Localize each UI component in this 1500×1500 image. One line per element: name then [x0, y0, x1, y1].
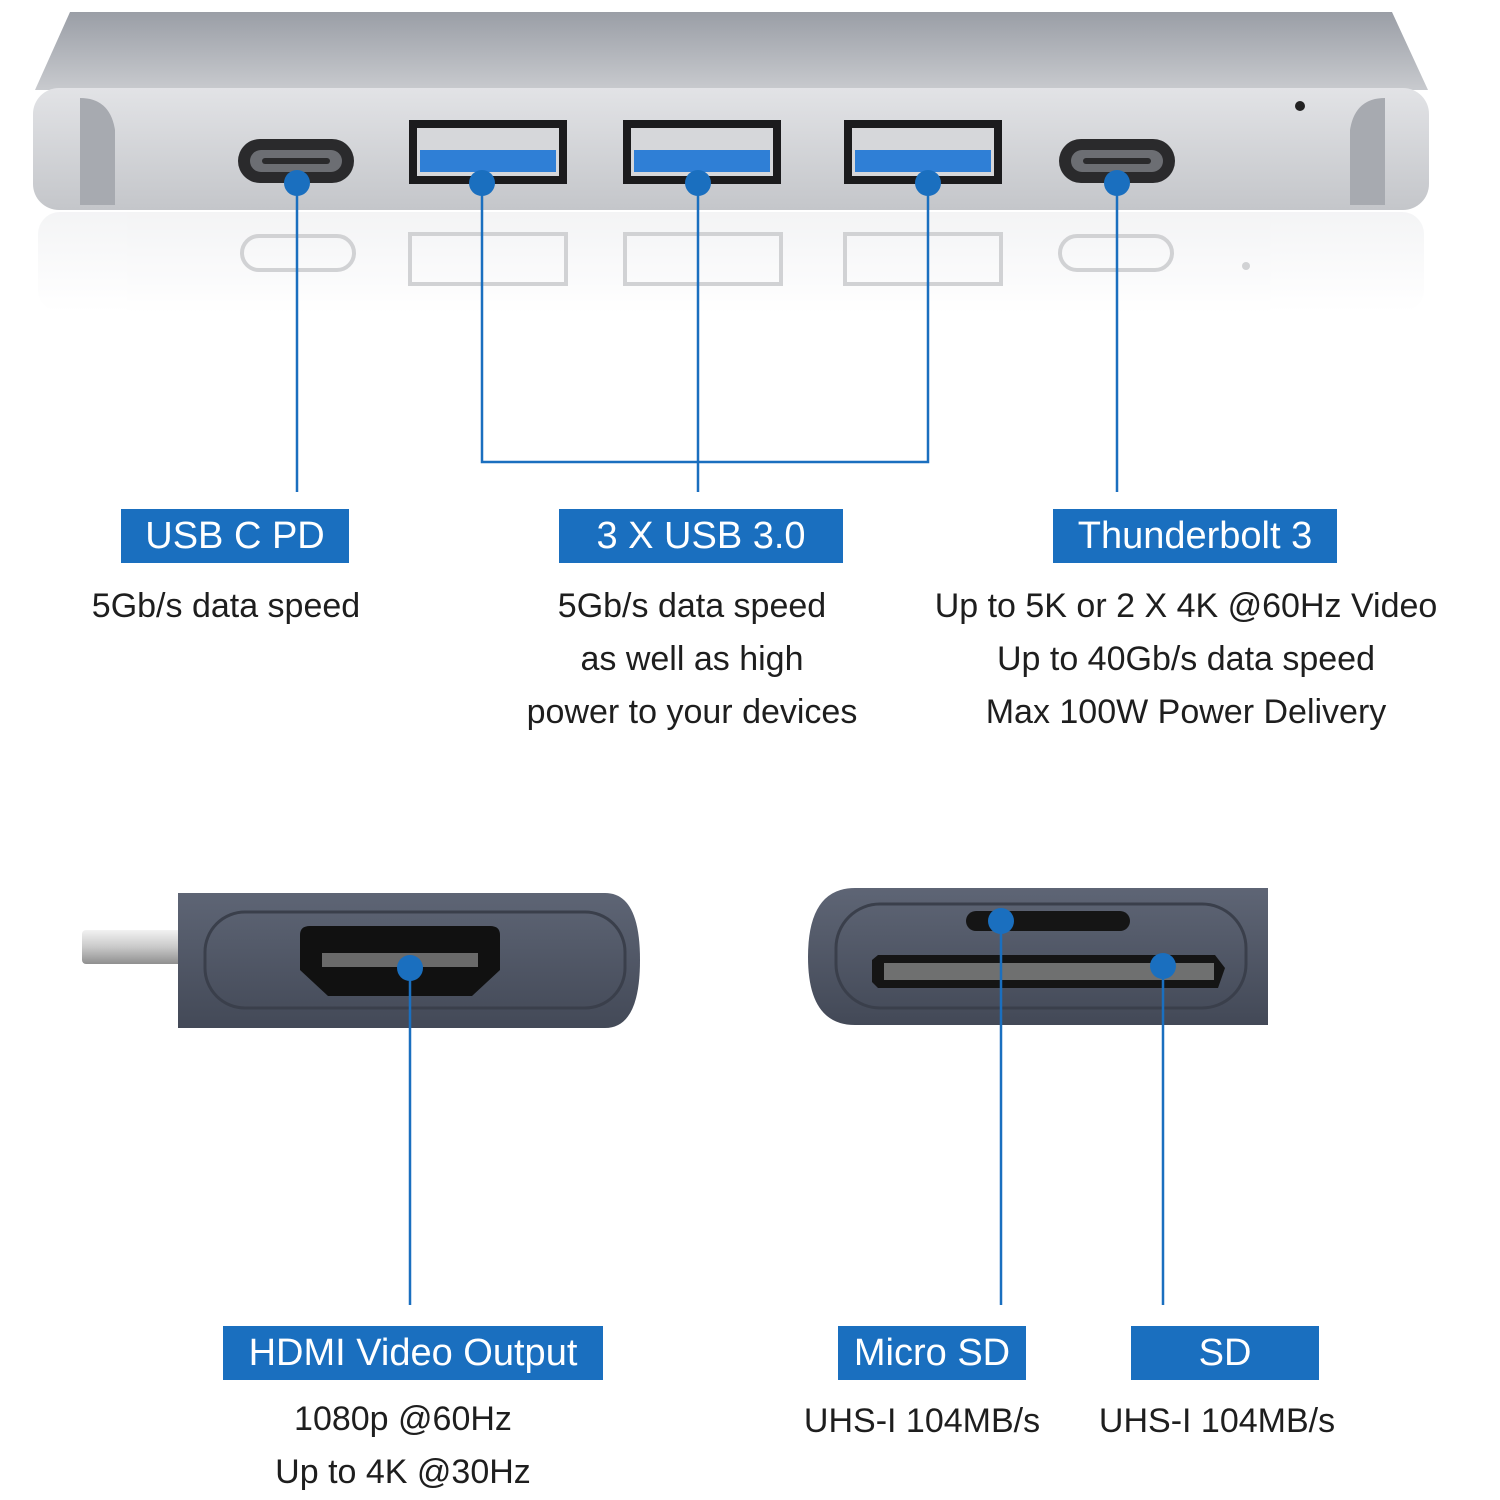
dot-sd — [1150, 953, 1176, 979]
usb-3-line-3: power to your devices — [526, 693, 858, 731]
sd-description: UHS-I 104MB/s — [1075, 1395, 1359, 1448]
hub-left-end — [80, 98, 115, 205]
dot-thunderbolt — [1104, 170, 1130, 196]
sd-slot — [872, 955, 1225, 988]
dot-micro-sd — [988, 908, 1014, 934]
connector-dots — [284, 170, 1176, 981]
usb-c-hub — [33, 12, 1429, 312]
usb-c-pd-label: USB C PD — [121, 509, 349, 563]
dot-hdmi — [397, 955, 423, 981]
thunderbolt-line-2: Up to 40Gb/s data speed — [996, 640, 1376, 678]
sd-line-1: UHS-I 104MB/s — [1098, 1402, 1336, 1440]
micro-sd-description: UHS-I 104MB/s — [780, 1395, 1064, 1448]
usb-3-description: 5Gb/s data speed as well as high power t… — [482, 580, 902, 739]
usb-3-line-2: as well as high — [580, 640, 804, 678]
micro-sd-line-1: UHS-I 104MB/s — [803, 1402, 1041, 1440]
dot-usb-a-3 — [915, 170, 941, 196]
usb-c-plug — [82, 930, 184, 964]
usb-3-line-1: 5Gb/s data speed — [557, 587, 827, 625]
thunderbolt-3-label: Thunderbolt 3 — [1053, 509, 1337, 563]
sd-label: SD — [1131, 1326, 1319, 1380]
hdmi-side-view — [82, 893, 640, 1028]
hdmi-line-1: 1080p @60Hz — [294, 1400, 512, 1438]
thunderbolt-3-port — [1059, 139, 1175, 183]
usb-c-pd-line-1: 5Gb/s data speed — [91, 587, 361, 625]
hub-reflection — [38, 212, 1424, 312]
thunderbolt-3-description: Up to 5K or 2 X 4K @60Hz Video Up to 40G… — [905, 580, 1467, 739]
usb-3-label: 3 X USB 3.0 — [559, 509, 843, 563]
connector-lines — [295, 183, 1165, 1305]
usb-c-pd-port — [238, 139, 354, 183]
led-indicator-icon — [1295, 101, 1305, 111]
dot-usb-c-pd — [284, 170, 310, 196]
thunderbolt-line-1: Up to 5K or 2 X 4K @60Hz Video — [934, 587, 1438, 625]
hdmi-label: HDMI Video Output — [223, 1326, 603, 1380]
usb-a-port-1 — [409, 120, 567, 184]
hdmi-line-2: Up to 4K @30Hz — [275, 1453, 531, 1491]
hub-top-surface — [35, 12, 1428, 90]
usb-c-pd-description: 5Gb/s data speed — [46, 580, 406, 633]
thunderbolt-line-3: Max 100W Power Delivery — [985, 693, 1387, 731]
dot-usb-a-2 — [685, 170, 711, 196]
hub-right-end — [1350, 98, 1385, 205]
dot-usb-a-1 — [469, 170, 495, 196]
card-reader-side-view — [808, 888, 1268, 1025]
micro-sd-label: Micro SD — [838, 1326, 1026, 1380]
hdmi-description: 1080p @60Hz Up to 4K @30Hz — [203, 1393, 603, 1499]
line-usb-a-group — [480, 183, 930, 464]
